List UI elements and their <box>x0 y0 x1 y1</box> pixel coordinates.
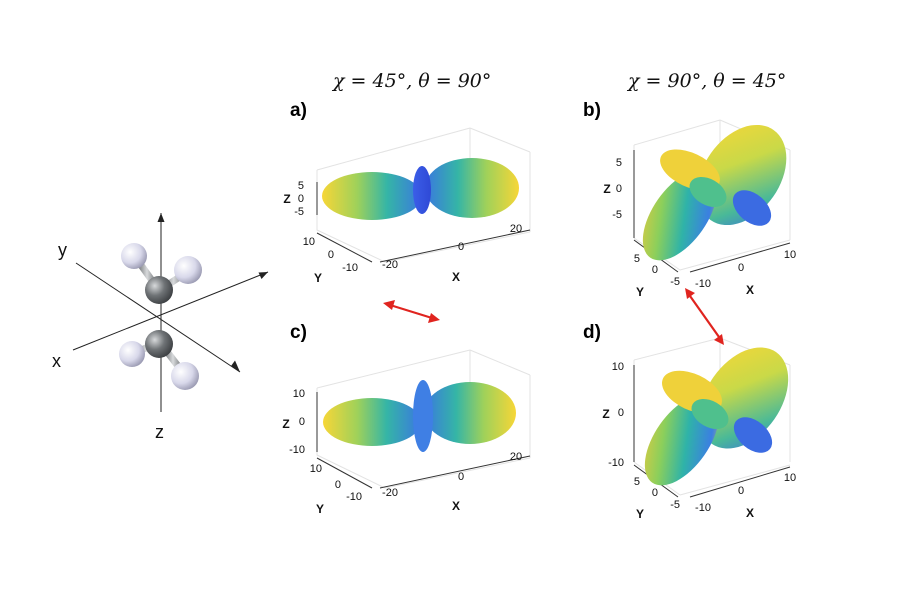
panel-c-zname: Z <box>282 417 289 431</box>
axis-x-line <box>72 271 269 351</box>
panel-b-plot: 5 0 -5 Z -10 0 10 X 5 0 -5 Y <box>603 119 796 299</box>
double-arrow-horizontal <box>383 300 440 323</box>
panel-b-yname: Y <box>636 285 644 299</box>
panel-c-yname: Y <box>316 502 324 516</box>
panel-d-xname: X <box>746 506 754 520</box>
panel-c-ytick-3: -10 <box>346 491 362 503</box>
panel-d-ytick-1: 5 <box>634 476 640 488</box>
panel-a-ztick-2: 0 <box>298 193 304 205</box>
panel-b-xtick-1: -10 <box>695 278 711 290</box>
panel-a-ytick-1: 10 <box>303 236 315 248</box>
column-title-left: χ = 45°, θ = 90° <box>333 70 491 92</box>
panel-c-xtick-3: 20 <box>510 451 522 463</box>
panel-b-zname: Z <box>603 182 610 196</box>
panel-d-zname: Z <box>602 407 609 421</box>
panel-c-lobe-left <box>323 398 421 446</box>
panel-d-lobe-mid <box>691 398 729 430</box>
panel-a-label: a) <box>290 100 307 121</box>
molecule-diagram: y x z <box>52 213 269 442</box>
panel-b-ztick-1: 5 <box>616 157 622 169</box>
panel-a-ztick-3: -5 <box>294 206 304 218</box>
panel-c-lobe-right <box>424 382 516 444</box>
axis-y-arrowhead <box>231 360 240 372</box>
panel-b-lobe-mid <box>689 176 727 208</box>
panel-c-plot: 10 0 -10 Z -20 0 20 X 10 0 -10 Y <box>282 349 531 516</box>
panel-d-ztick-3: -10 <box>608 457 624 469</box>
panel-a-xtick-3: 20 <box>510 223 522 235</box>
hydrogen-atom-3 <box>119 341 145 367</box>
panel-c-xname: X <box>452 499 460 513</box>
panel-b-label: b) <box>583 100 601 121</box>
double-arrow-vertical <box>685 288 724 345</box>
panel-b-lobe-lower-right <box>732 190 772 226</box>
axis-y-line <box>75 262 241 373</box>
panel-d-plot: 10 0 -10 Z -10 0 10 X 5 0 -5 Y <box>602 337 796 521</box>
panel-d-lobe-lower-right <box>733 417 773 453</box>
panel-d-ytick-3: -5 <box>670 499 680 511</box>
panel-c-waist <box>413 380 433 452</box>
panel-d-xtick-2: 0 <box>738 485 744 497</box>
hydrogen-atom-1 <box>121 243 147 269</box>
theta-label-left: θ = 90° <box>418 70 492 92</box>
panel-c-ytick-1: 10 <box>310 463 322 475</box>
panel-d-label: d) <box>583 322 601 343</box>
panel-b-ztick-3: -5 <box>612 209 622 221</box>
panel-b-ytick-2: 0 <box>652 264 658 276</box>
panel-c-label: c) <box>290 322 307 343</box>
panel-b-ytick-1: 5 <box>634 253 640 265</box>
column-title-right: χ = 90°, θ = 45° <box>628 70 786 92</box>
theta-label-right: θ = 45° <box>713 70 787 92</box>
panel-b-xtick-3: 10 <box>784 249 796 261</box>
panel-d-xtick-3: 10 <box>784 472 796 484</box>
panel-c-ztick-3: -10 <box>289 444 305 456</box>
panel-a-zname: Z <box>283 192 290 206</box>
panel-a-ytick-2: 0 <box>328 249 334 261</box>
panel-a-xname: X <box>452 270 460 284</box>
panel-a-ytick-3: -10 <box>342 262 358 274</box>
panel-d-ztick-1: 10 <box>612 361 624 373</box>
panel-b-xname: X <box>746 283 754 297</box>
panel-c-xtick-2: 0 <box>458 471 464 483</box>
panel-c-ztick-2: 0 <box>299 416 305 428</box>
panel-a-lobe-right <box>425 158 519 218</box>
panel-b-xtick-2: 0 <box>738 262 744 274</box>
panel-a-plot: 5 0 -5 Z -20 0 20 X 10 0 -10 Y <box>283 127 531 285</box>
panel-a-ztick-1: 5 <box>298 180 304 192</box>
panel-a-xtick-2: 0 <box>458 241 464 253</box>
panel-a-xtick-1: -20 <box>382 259 398 271</box>
axis-z-name: z <box>155 422 164 442</box>
panel-c-ztick-1: 10 <box>293 388 305 400</box>
panel-a-waist <box>413 166 431 214</box>
panel-c-ytick-2: 0 <box>335 479 341 491</box>
panel-b-ztick-2: 0 <box>616 183 622 195</box>
panel-a-box <box>316 127 531 263</box>
axis-z-arrowhead <box>157 213 165 222</box>
carbon-atom-bottom <box>145 330 173 358</box>
panel-b-ytick-3: -5 <box>670 276 680 288</box>
panel-d-ytick-2: 0 <box>652 487 658 499</box>
hydrogen-atom-2 <box>174 256 202 284</box>
chi-label-left: χ = 45°, <box>333 70 413 92</box>
hydrogen-atom-4 <box>171 362 199 390</box>
axis-y-name: y <box>58 240 67 260</box>
carbon-atom-top <box>145 276 173 304</box>
panel-a-yname: Y <box>314 271 322 285</box>
panel-d-yname: Y <box>636 507 644 521</box>
panel-a-lobe-left <box>322 172 422 220</box>
panel-c-xtick-1: -20 <box>382 487 398 499</box>
axis-x-name: x <box>52 351 61 371</box>
axis-x-arrowhead <box>258 272 268 279</box>
panel-d-xtick-1: -10 <box>695 502 711 514</box>
chi-label-right: χ = 90°, <box>628 70 708 92</box>
panel-d-ztick-2: 0 <box>618 407 624 419</box>
